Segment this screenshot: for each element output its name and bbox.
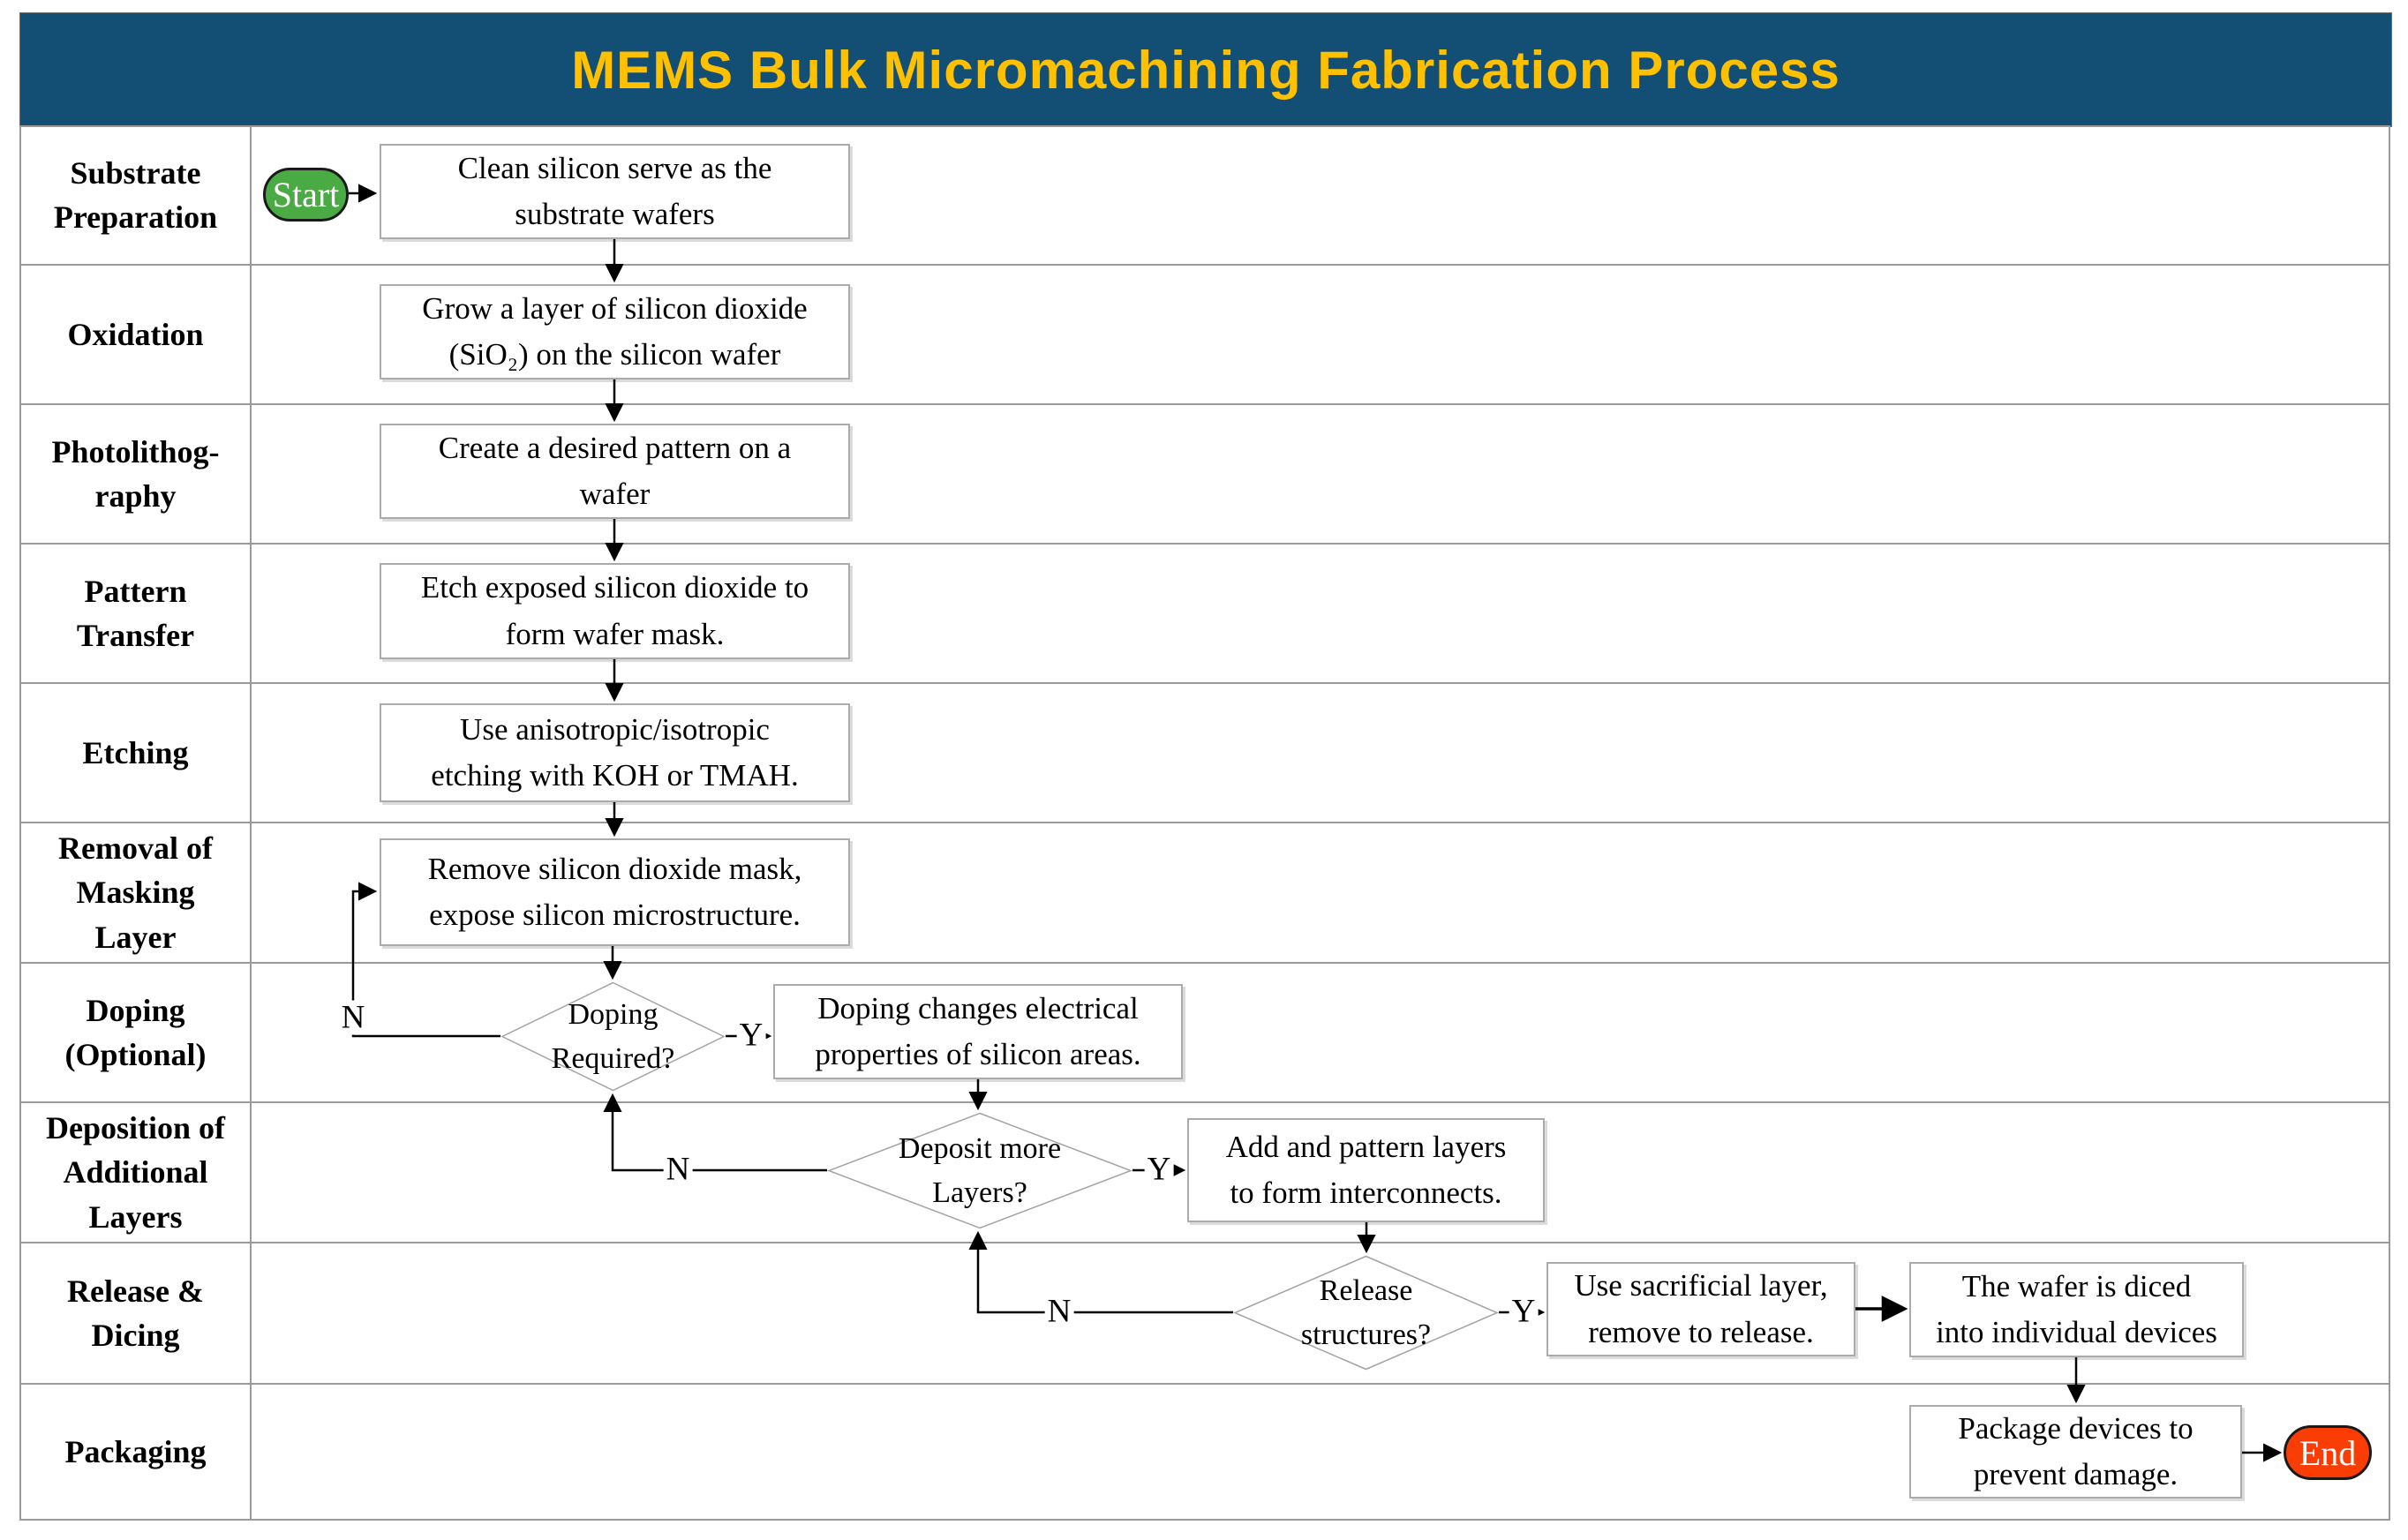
diamond-shape	[500, 981, 726, 1092]
diamond-shape	[827, 1112, 1133, 1229]
row-divider	[19, 822, 2390, 823]
process-add-pattern-layers: Add and pattern layers to form interconn…	[1187, 1118, 1545, 1222]
row-divider	[19, 1383, 2390, 1385]
branch-label-yes-deposit: Y	[1144, 1152, 1174, 1187]
process-wafer-diced: The wafer is diced into individual devic…	[1909, 1262, 2244, 1357]
lane-doping-optional: Doping (Optional)	[64, 992, 207, 1072]
process-etch-oxide: Etch exposed silicon dioxide to form waf…	[380, 563, 850, 659]
decision-doping-required: Doping Required?	[500, 981, 726, 1092]
lane-deposition-additional-layers: Deposition of Additional Layers	[45, 1109, 225, 1235]
page-title: MEMS Bulk Micromachining Fabrication Pro…	[571, 40, 1840, 100]
branch-label-no-doping: N	[338, 1000, 368, 1035]
header-bar: MEMS Bulk Micromachining Fabrication Pro…	[19, 12, 2392, 127]
row-divider	[19, 403, 2390, 405]
row-divider	[19, 1101, 2390, 1103]
lane-etching: Etching	[82, 734, 189, 770]
process-doping-changes: Doping changes electrical properties of …	[773, 984, 1183, 1079]
diamond-shape	[1233, 1255, 1499, 1371]
process-clean-silicon: Clean silicon serve as the substrate waf…	[380, 144, 850, 239]
process-package-devices: Package devices to prevent damage.	[1909, 1405, 2242, 1499]
lane-photolithography: Photolithog- raphy	[51, 433, 220, 514]
lane-substrate-preparation: Substrate Preparation	[53, 154, 218, 235]
row-divider	[19, 543, 2390, 545]
process-anisotropic-etching: Use anisotropic/isotropic etching with K…	[380, 703, 850, 802]
lane-removal-of-masking-layer: Removal of Masking Layer	[58, 830, 213, 955]
lane-oxidation: Oxidation	[67, 316, 204, 352]
decision-label: Deposit more Layers?	[898, 1132, 1062, 1209]
decision-deposit-more-layers: Deposit more Layers?	[827, 1112, 1133, 1229]
branch-label-no-deposit: N	[663, 1152, 693, 1187]
decision-release-structures: Release structures?	[1233, 1255, 1499, 1371]
row-divider	[19, 682, 2390, 684]
label-column-divider	[250, 125, 252, 1521]
lane-release-dicing: Release & Dicing	[67, 1273, 204, 1353]
lane-pattern-transfer: Pattern Transfer	[76, 573, 195, 653]
lane-packaging: Packaging	[64, 1434, 207, 1470]
branch-label-no-release: N	[1044, 1294, 1074, 1329]
start-node: Start	[263, 168, 349, 222]
decision-label: Doping Required?	[551, 998, 675, 1075]
branch-label-yes-release: Y	[1509, 1294, 1539, 1329]
process-remove-mask: Remove silicon dioxide mask, expose sili…	[380, 838, 850, 946]
row-divider	[19, 264, 2390, 266]
process-sacrificial-layer: Use sacrificial layer, remove to release…	[1546, 1262, 1855, 1356]
process-grow-oxide: Grow a layer of silicon dioxide (SiO₂) o…	[380, 284, 850, 379]
end-node: End	[2284, 1425, 2372, 1480]
row-divider	[19, 962, 2390, 964]
decision-label: Release structures?	[1300, 1274, 1432, 1351]
process-create-pattern: Create a desired pattern on a wafer	[380, 424, 850, 519]
branch-label-yes-doping: Y	[736, 1018, 766, 1053]
row-divider	[19, 1242, 2390, 1243]
